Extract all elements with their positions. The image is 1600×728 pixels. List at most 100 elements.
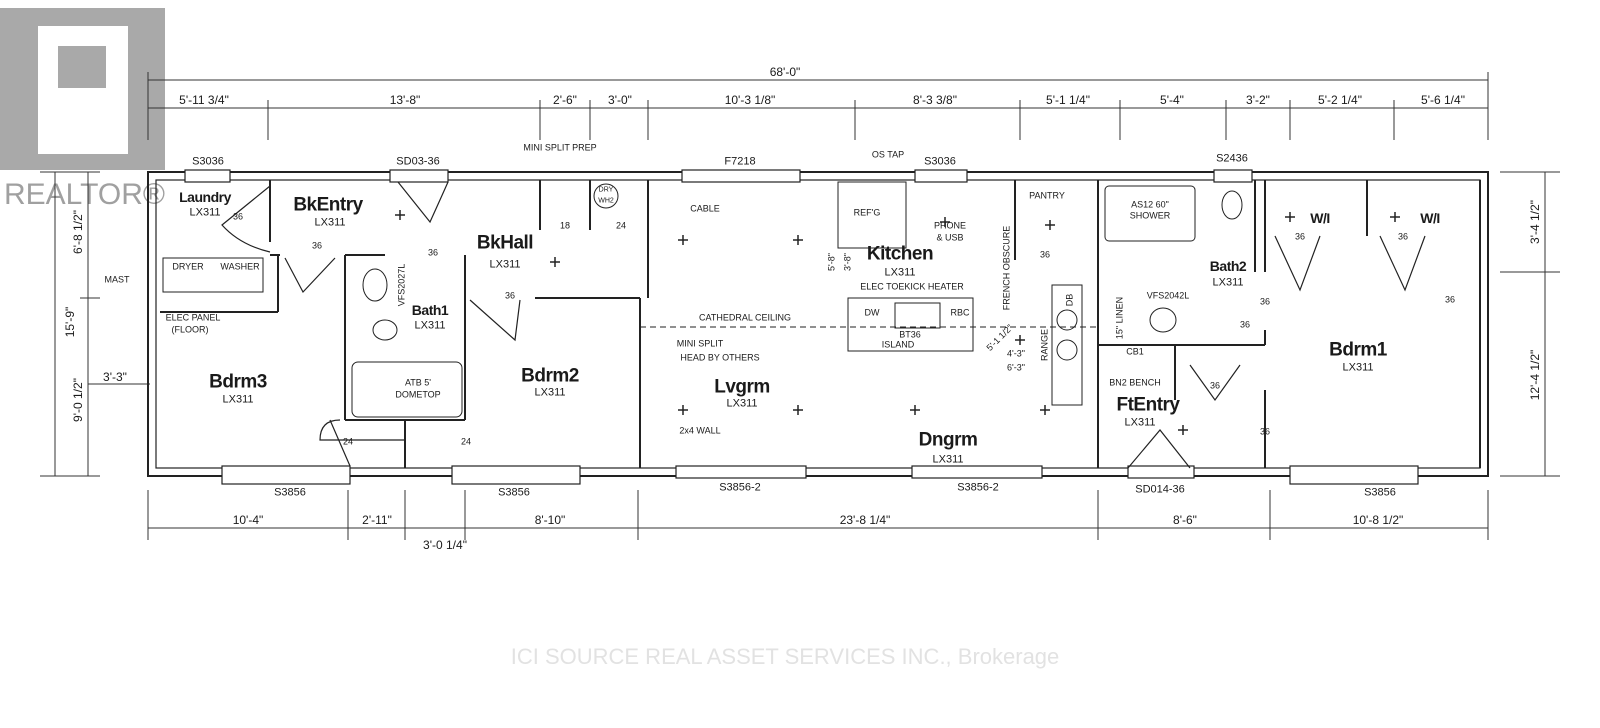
bottom-dimension: 8'-10" (534, 513, 566, 527)
bottom-dimension: 3'-0 1/4" (423, 538, 467, 552)
room-code: LX311 (414, 319, 446, 332)
room-code: LX311 (189, 206, 221, 219)
room-code: LX311 (534, 386, 566, 399)
note: 15" LINEN (1114, 296, 1125, 340)
interior-dimension: 4'-3" (1007, 348, 1025, 359)
windows (184, 169, 1419, 485)
top-dimension: 2'-6" (553, 93, 577, 107)
ceiling-lights (395, 210, 1400, 435)
note: DW (864, 307, 880, 318)
door-size: 36 (504, 290, 516, 301)
door-size: 36 (427, 247, 439, 258)
room-kitchen: Kitchen (866, 243, 934, 265)
realtor-logo-text: REALTOR® (4, 178, 166, 211)
note: (FLOOR) (171, 324, 209, 335)
bottom-dimension: 23'-8 1/4" (839, 513, 891, 527)
ceiling-light-icon (1040, 405, 1050, 415)
ceiling-light-icon (793, 405, 803, 415)
door-size: 36 (1209, 380, 1221, 391)
room-bdrm1: Bdrm1 (1329, 339, 1387, 361)
top-dimension: 5'-4" (1160, 93, 1184, 107)
note: FRENCH OBSCURE (1001, 225, 1012, 311)
door-size: 24 (342, 436, 354, 447)
note: MINI SPLIT PREP (523, 142, 597, 153)
interior-dimension: 5'-8" (826, 253, 837, 271)
ceiling-light-icon (1045, 220, 1055, 230)
door-size: 24 (460, 436, 472, 447)
note: HEAD BY OTHERS (680, 352, 760, 363)
left-dimension: 6'-8 1/2" (71, 210, 85, 254)
room-code: LX311 (726, 397, 758, 410)
window-label: S3036 (192, 155, 224, 168)
door-size: 36 (232, 211, 244, 222)
interior-dimension: 6'-3" (1007, 362, 1025, 373)
dimension-lines (40, 72, 1560, 540)
room-bath1: Bath1 (411, 302, 449, 318)
bottom-dimension: 10'-4" (232, 513, 264, 527)
note: DRYER (172, 261, 204, 272)
overall-length-dimension: 68'-0" (769, 65, 801, 79)
right-dimension: 12'-4 1/2" (1528, 349, 1542, 401)
note: & USB (936, 232, 964, 243)
window-label: S3856 (1364, 486, 1396, 499)
top-dimension: 3'-0" (608, 93, 632, 107)
note: RANGE (1039, 328, 1050, 362)
top-dimension: 8'-3 3/8" (913, 93, 957, 107)
note: BT36 (899, 329, 921, 340)
note: PHONE (933, 220, 967, 231)
realtor-logo (0, 8, 165, 170)
note: WH2 (598, 197, 614, 205)
top-dimension: 5'-2 1/4" (1318, 93, 1362, 107)
room-walk-in-closet: W/I (1310, 210, 1330, 226)
door-size: 36 (1294, 231, 1306, 242)
left-dimension: 3'-3" (103, 370, 127, 384)
bottom-dimension: 2'-11" (362, 513, 392, 527)
bath-fixtures (162, 183, 1243, 418)
note: SHOWER (1129, 210, 1171, 221)
note: 2x4 WALL (679, 425, 721, 436)
room-laundry: Laundry (179, 189, 231, 205)
note: RBC (950, 307, 970, 318)
room-ftentry: FtEntry (1116, 394, 1181, 416)
ceiling-light-icon (550, 257, 560, 267)
window-label: S2436 (1216, 152, 1248, 165)
note: WASHER (220, 261, 260, 272)
top-dimension: 13'-8" (389, 93, 421, 107)
top-dimension: 5'-1 1/4" (1046, 93, 1090, 107)
door-label: SD03-36 (396, 155, 440, 168)
door-size: 36 (1397, 231, 1409, 242)
ceiling-light-icon (678, 405, 688, 415)
ceiling-light-icon (910, 405, 920, 415)
door-size: 36 (1239, 319, 1251, 330)
room-bath2: Bath2 (1209, 258, 1247, 274)
note: VFS2027L (396, 263, 407, 307)
ceiling-light-icon (1178, 425, 1188, 435)
right-dimension: 3'-4 1/2" (1528, 200, 1542, 244)
note: CB1 (1126, 346, 1144, 357)
note: VFS2042L (1146, 290, 1190, 301)
top-dimension: 5'-6 1/4" (1421, 93, 1465, 107)
door-size: 24 (615, 220, 627, 231)
window-label: S3856 (274, 486, 306, 499)
note: PANTRY (1029, 190, 1065, 201)
room-bdrm2: Bdrm2 (521, 365, 579, 387)
room-code: LX311 (884, 266, 916, 279)
room-code: LX311 (489, 258, 521, 271)
ceiling-light-icon (395, 210, 405, 220)
ceiling-light-icon (1285, 212, 1295, 222)
room-bkhall: BkHall (476, 232, 534, 254)
note: AS12 60" (1131, 199, 1169, 210)
room-walk-in-closet: W/I (1420, 210, 1440, 226)
kitchen-fixtures (640, 181, 1100, 406)
note: ISLAND (881, 339, 915, 350)
top-dimension: 10'-3 1/8" (724, 93, 776, 107)
top-dimension: 5'-11 3/4" (179, 93, 229, 107)
bottom-dimension: 8'-6" (1173, 513, 1197, 527)
bottom-dimension: 10'-8 1/2" (1352, 513, 1404, 527)
note: BN2 BENCH (1109, 377, 1161, 388)
ceiling-light-icon (793, 235, 803, 245)
room-code: LX311 (1342, 361, 1374, 374)
door-swings (221, 181, 1426, 469)
window-label: S3856 (498, 486, 530, 499)
